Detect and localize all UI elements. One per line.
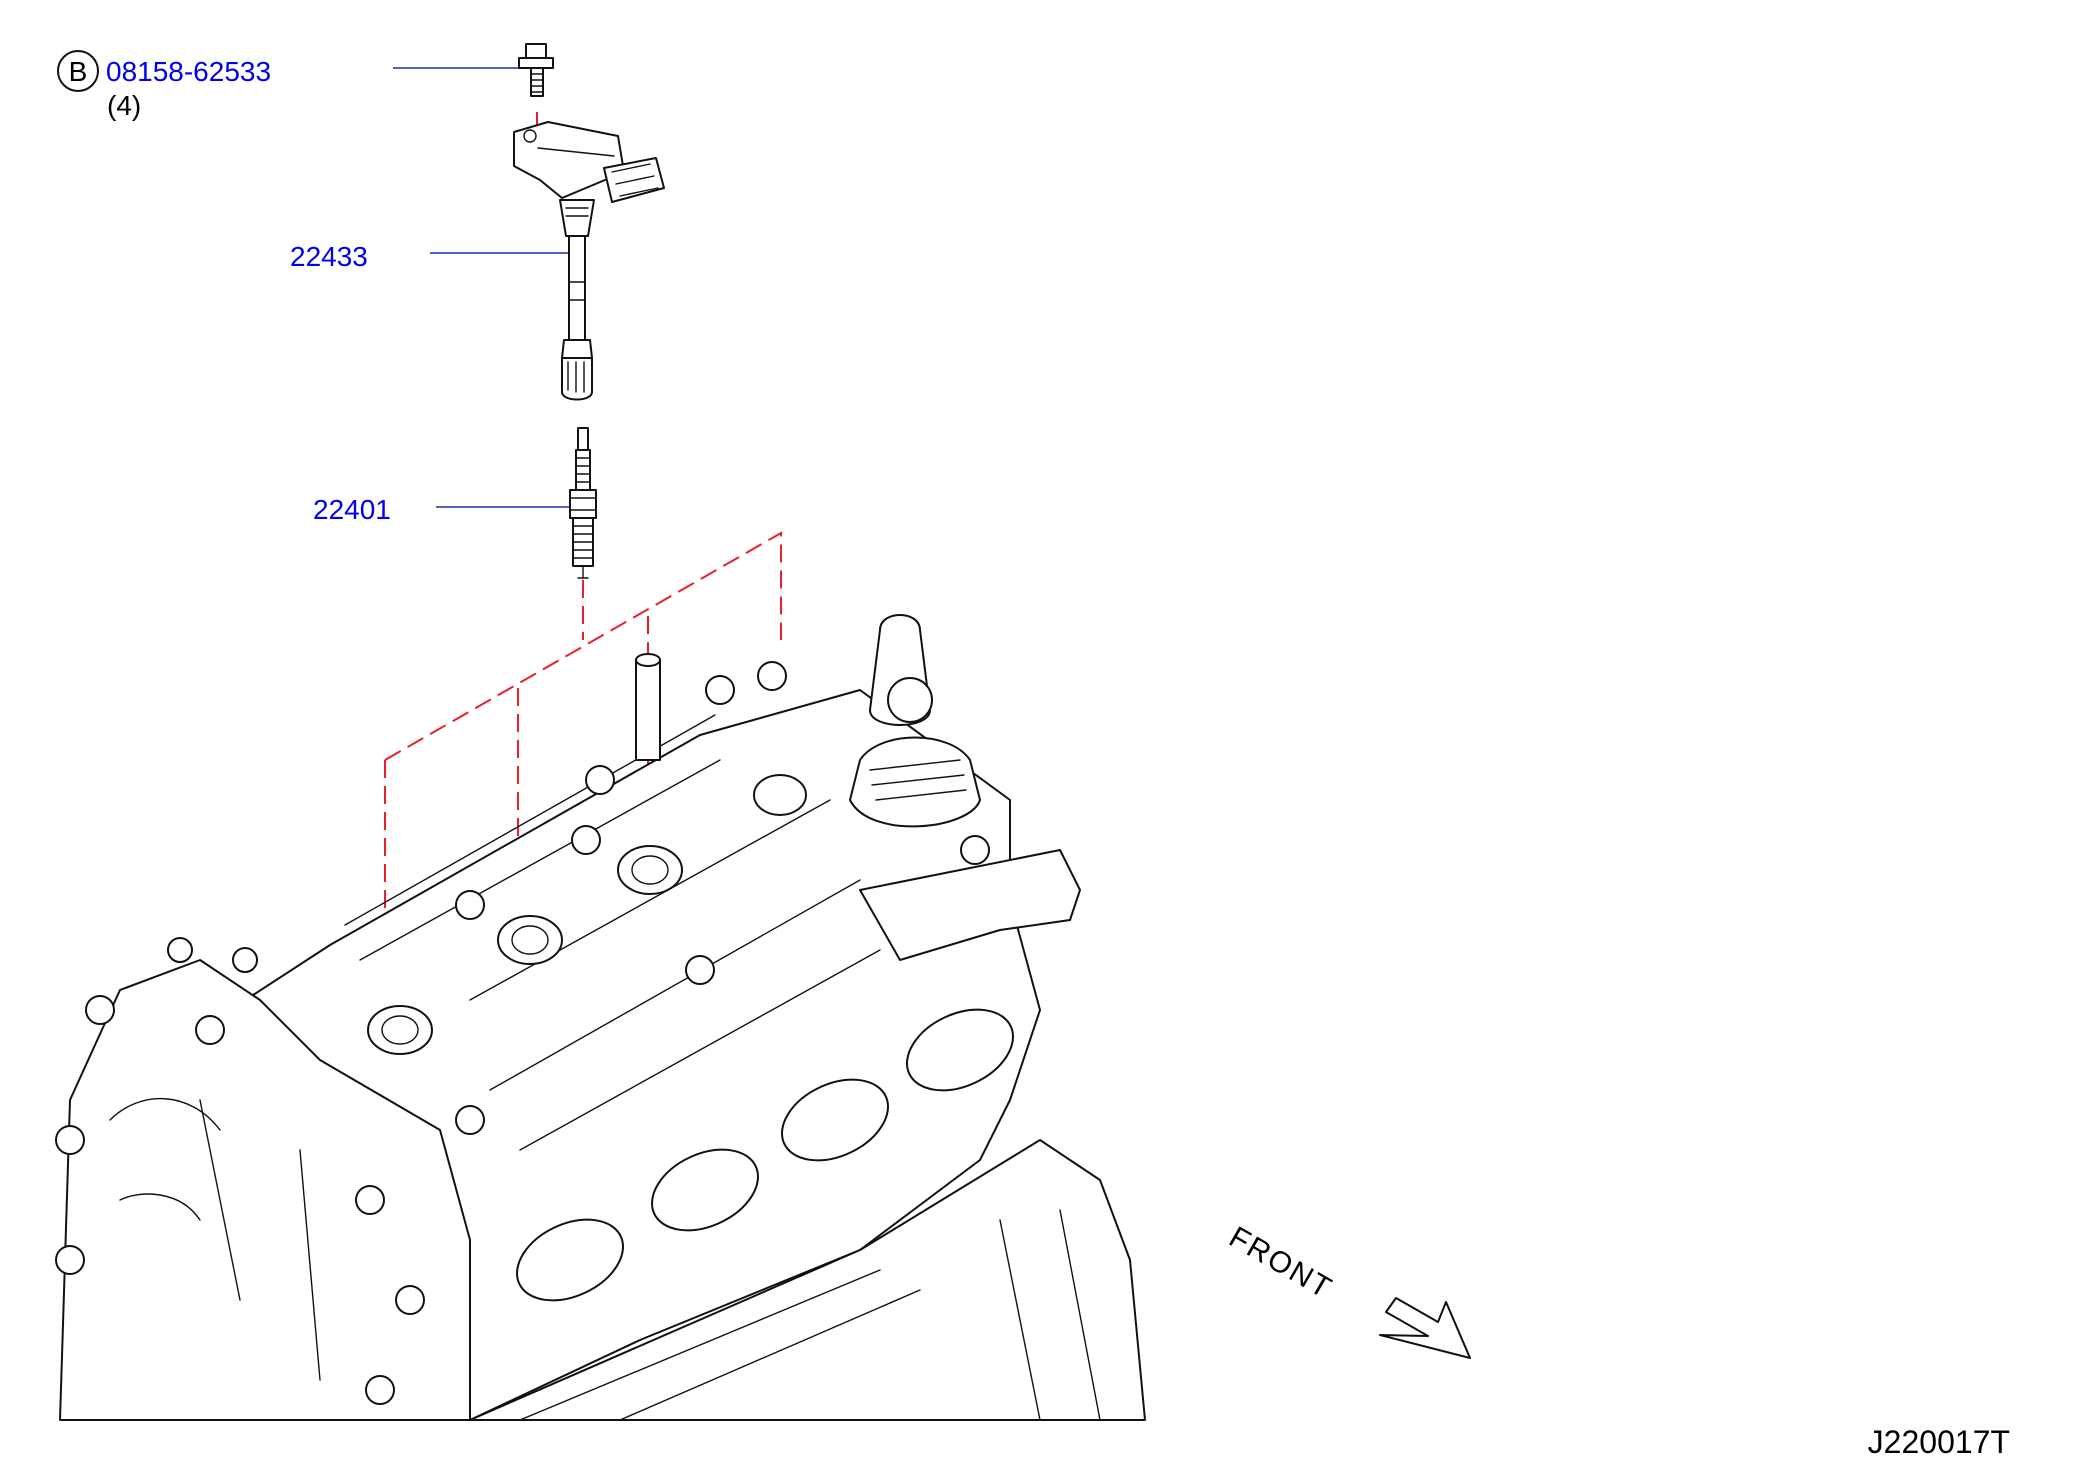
b-circle-icon: [57, 50, 99, 92]
spark-plug-part-number-link[interactable]: 22401: [313, 494, 391, 525]
bolt-quantity: (4): [107, 90, 141, 121]
bolt-callout: B 08158-62533 (4): [57, 50, 520, 121]
bolt-icon: [518, 43, 554, 97]
front-arrow-icon: [1379, 1297, 1471, 1359]
ignition-coil-part-number-link[interactable]: 22433: [290, 241, 368, 272]
spark-plug-callout: 22401: [313, 494, 572, 525]
front-direction-indicator: FRONT: [1224, 1220, 1471, 1359]
front-label: FRONT: [1224, 1220, 1339, 1305]
spark-plug-icon: [569, 427, 597, 579]
diagram-code: J220017T: [1868, 1424, 2010, 1460]
b-circle-letter: B: [69, 56, 88, 87]
bolt-part-number-link[interactable]: 08158-62533: [106, 56, 271, 87]
ignition-coil-icon: [513, 112, 665, 401]
ignition-coil-callout: 22433: [290, 241, 573, 272]
engine-assembly-drawing: [55, 614, 1146, 1421]
